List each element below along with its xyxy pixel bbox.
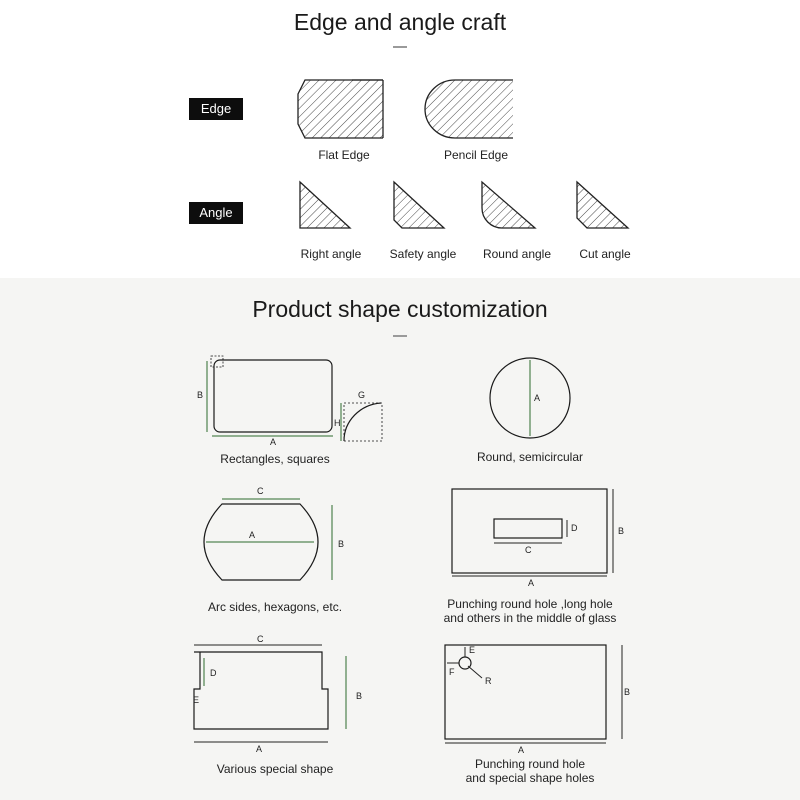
- shape-section: [0, 278, 800, 800]
- safety-angle-profile: [393, 180, 446, 229]
- caption-round-hole-line2: and special shape holes: [465, 771, 595, 785]
- dim-label-b-1: B: [197, 390, 203, 400]
- title-divider: [393, 46, 407, 48]
- round-angle-label: Round angle: [482, 247, 552, 261]
- caption-round: Round, semicircular: [476, 450, 584, 464]
- dim-label-a-6: A: [518, 745, 524, 755]
- caption-arc-sides: Arc sides, hexagons, etc.: [207, 600, 343, 614]
- arc-side-shape: [203, 503, 319, 581]
- pencil-edge-label: Pencil Edge: [443, 148, 509, 162]
- dim-label-f-6: F: [449, 667, 455, 677]
- dim-label-r-6: R: [485, 676, 492, 686]
- pencil-edge-profile: [424, 79, 513, 139]
- caption-rectangles: Rectangles, squares: [220, 452, 330, 466]
- dim-label-a-2: A: [534, 393, 540, 403]
- corner-detail-box: [210, 355, 224, 368]
- caption-punch-line2: and others in the middle of glass: [443, 611, 617, 625]
- dim-label-a-3: A: [249, 530, 255, 540]
- cut-angle-label: Cut angle: [579, 247, 631, 261]
- dim-label-c-3: C: [257, 486, 264, 496]
- edge-tag: Edge: [189, 98, 243, 120]
- dim-label-b-3: B: [338, 539, 344, 549]
- dim-label-d-4: D: [571, 523, 578, 533]
- caption-special-shape: Various special shape: [216, 762, 334, 776]
- punch-plate-shape: [451, 488, 608, 574]
- dim-label-h-1: H: [334, 418, 341, 428]
- dim-label-a-4: A: [528, 578, 534, 588]
- round-hole-plate-shape: [444, 644, 607, 740]
- dim-label-g-1: G: [358, 390, 365, 400]
- section-title-shape: Product shape customization: [252, 296, 548, 322]
- dim-label-c-4: C: [525, 545, 532, 555]
- dim-label-a-1: A: [270, 437, 276, 447]
- dim-label-b-6: B: [624, 687, 630, 697]
- dim-label-d-5: D: [210, 668, 217, 678]
- right-angle-label: Right angle: [300, 247, 362, 261]
- caption-round-hole-line1: Punching round hole: [474, 757, 586, 771]
- right-angle-profile: [299, 180, 352, 229]
- dim-label-b-4: B: [618, 526, 624, 536]
- dim-label-b-5: B: [356, 691, 362, 701]
- cut-angle-profile: [576, 180, 630, 229]
- flat-edge-profile: [297, 79, 384, 139]
- title-divider-2: [393, 335, 407, 337]
- caption-punch-line1: Punching round hole ,long hole: [447, 597, 613, 611]
- corner-detail-frame: [343, 402, 383, 442]
- corner-radius-detail: [343, 402, 382, 442]
- dim-label-a-5: A: [256, 744, 262, 754]
- long-hole-shape: [493, 518, 563, 539]
- special-shape: [193, 651, 329, 730]
- round-angle-profile: [481, 180, 537, 229]
- section-title-edge-angle: Edge and angle craft: [293, 9, 507, 35]
- flat-edge-label: Flat Edge: [318, 148, 370, 162]
- safety-angle-label: Safety angle: [389, 247, 457, 261]
- round-shape: [489, 357, 571, 439]
- rectangle-shape: [213, 359, 333, 433]
- dim-label-e-6: E: [469, 645, 475, 655]
- dim-label-c-5: C: [257, 634, 264, 644]
- dim-label-e-5: E: [193, 695, 199, 705]
- dim-line-r-6: [467, 665, 483, 679]
- angle-tag: Angle: [189, 202, 243, 224]
